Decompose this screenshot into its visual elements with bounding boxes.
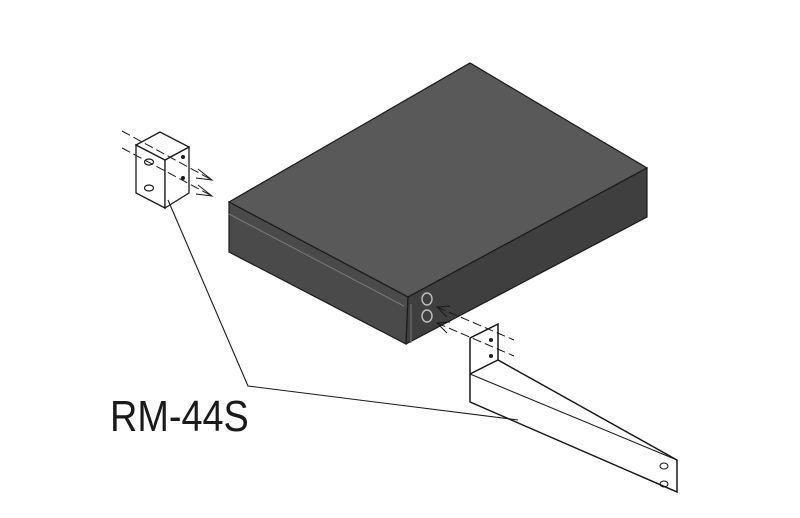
right-screw-arrows xyxy=(435,305,515,357)
label-leader-lines xyxy=(167,199,519,421)
device-front-edge-line xyxy=(228,213,405,307)
mounting-hole-lower xyxy=(421,309,433,323)
device-unit xyxy=(227,62,649,346)
right-bracket xyxy=(469,322,678,493)
left-bracket xyxy=(134,131,191,210)
left-screw-arrows xyxy=(121,130,214,197)
mounting-hole-upper xyxy=(421,292,433,306)
device-right-face xyxy=(405,166,648,346)
model-label: RM-44S xyxy=(110,392,249,441)
